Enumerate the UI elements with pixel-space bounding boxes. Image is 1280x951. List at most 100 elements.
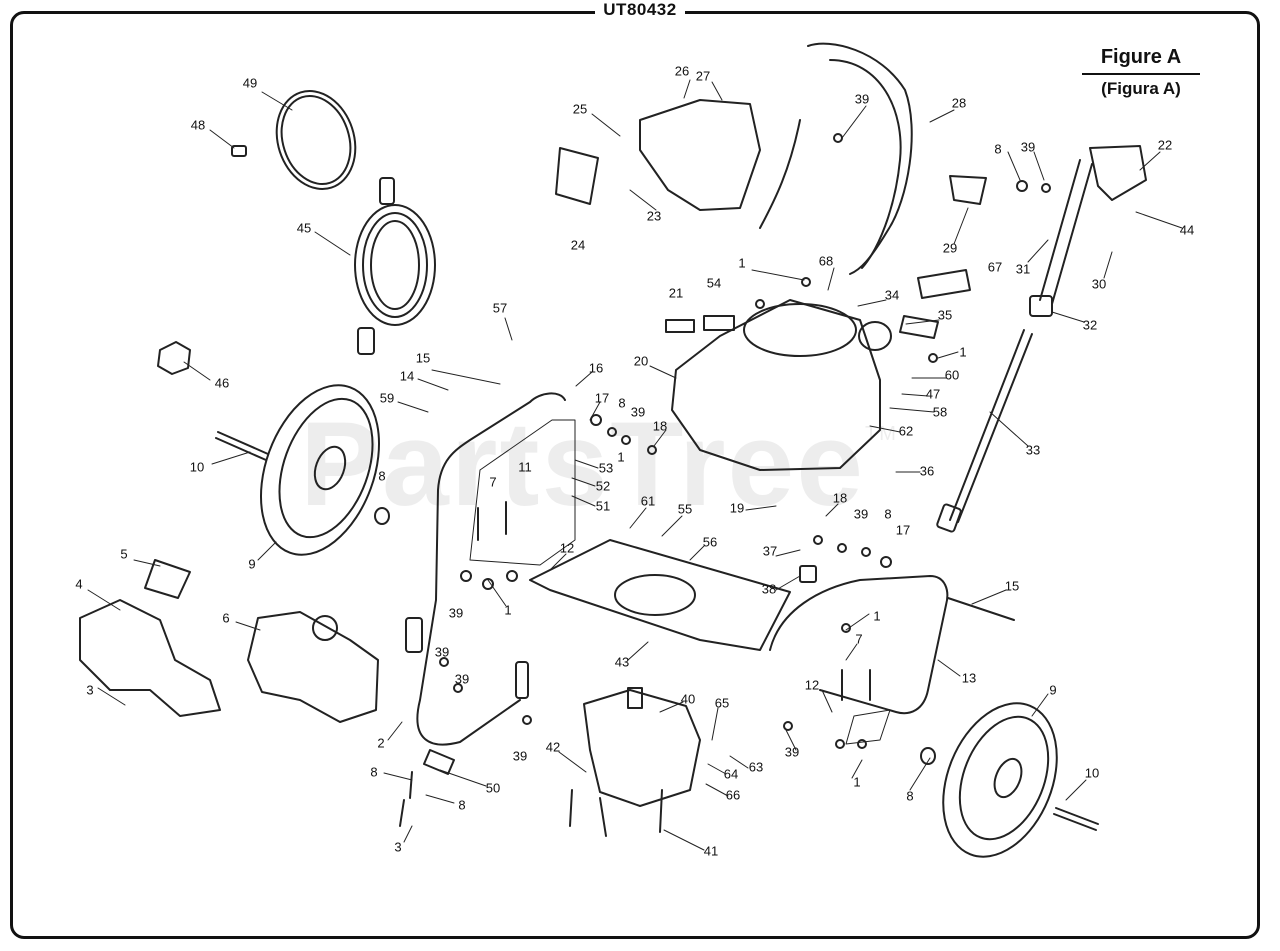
figure-title-en: Figure A (1082, 46, 1200, 75)
part-callout-5: 5 (120, 546, 127, 561)
part-callout-1: 1 (959, 344, 966, 359)
part-callout-17: 17 (896, 522, 910, 537)
part-callout-3: 3 (86, 682, 93, 697)
part-callout-14: 14 (400, 368, 414, 383)
part-callout-58: 58 (933, 404, 947, 419)
part-callout-39: 39 (435, 644, 449, 659)
part-callout-65: 65 (715, 695, 729, 710)
part-callout-50: 50 (486, 780, 500, 795)
part-callout-60: 60 (945, 367, 959, 382)
part-callout-22: 22 (1158, 137, 1172, 152)
part-callout-8: 8 (884, 506, 891, 521)
part-callout-39: 39 (1021, 139, 1035, 154)
part-callout-1: 1 (738, 255, 745, 270)
part-callout-7: 7 (489, 474, 496, 489)
part-callout-54: 54 (707, 275, 721, 290)
part-callout-39: 39 (854, 506, 868, 521)
part-callout-42: 42 (546, 739, 560, 754)
part-callout-21: 21 (669, 285, 683, 300)
part-callout-10: 10 (1085, 765, 1099, 780)
part-callout-43: 43 (615, 654, 629, 669)
part-callout-24: 24 (571, 237, 585, 252)
part-callout-39: 39 (455, 671, 469, 686)
part-callout-29: 29 (943, 240, 957, 255)
part-callout-1: 1 (873, 608, 880, 623)
part-callout-40: 40 (681, 691, 695, 706)
part-callout-28: 28 (952, 95, 966, 110)
model-number: UT80432 (595, 0, 685, 19)
figure-title-es: (Figura A) (1101, 79, 1181, 98)
part-callout-10: 10 (190, 459, 204, 474)
part-callout-26: 26 (675, 63, 689, 78)
part-callout-46: 46 (215, 375, 229, 390)
part-callout-8: 8 (370, 764, 377, 779)
part-callout-49: 49 (243, 75, 257, 90)
part-callout-11: 11 (518, 459, 532, 474)
part-callout-41: 41 (704, 843, 718, 858)
part-callout-37: 37 (763, 543, 777, 558)
part-callout-19: 19 (730, 500, 744, 515)
part-callout-20: 20 (634, 353, 648, 368)
figure-title: Figure A (Figura A) (1082, 46, 1200, 99)
model-number-title: UT80432 (0, 0, 1280, 20)
part-callout-7: 7 (855, 631, 862, 646)
part-callout-15: 15 (1005, 578, 1019, 593)
part-callout-39: 39 (631, 404, 645, 419)
part-callout-45: 45 (297, 220, 311, 235)
part-callout-53: 53 (599, 460, 613, 475)
part-callout-8: 8 (618, 395, 625, 410)
part-callout-68: 68 (819, 253, 833, 268)
part-callout-48: 48 (191, 117, 205, 132)
part-callout-39: 39 (785, 744, 799, 759)
part-callout-67: 67 (988, 259, 1002, 274)
part-callout-17: 17 (595, 390, 609, 405)
part-callout-8: 8 (378, 468, 385, 483)
part-callout-59: 59 (380, 390, 394, 405)
part-callout-6: 6 (222, 610, 229, 625)
part-callout-51: 51 (596, 498, 610, 513)
part-callout-23: 23 (647, 208, 661, 223)
part-callout-32: 32 (1083, 317, 1097, 332)
part-callout-57: 57 (493, 300, 507, 315)
part-callout-9: 9 (248, 556, 255, 571)
part-callout-18: 18 (653, 418, 667, 433)
part-callout-16: 16 (589, 360, 603, 375)
part-callout-35: 35 (938, 307, 952, 322)
part-callout-55: 55 (678, 501, 692, 516)
part-callout-39: 39 (513, 748, 527, 763)
part-callout-8: 8 (906, 788, 913, 803)
part-callout-12: 12 (560, 540, 574, 555)
part-callout-9: 9 (1049, 682, 1056, 697)
part-callout-36: 36 (920, 463, 934, 478)
part-callout-44: 44 (1180, 222, 1194, 237)
part-callout-18: 18 (833, 490, 847, 505)
part-callout-2: 2 (377, 735, 384, 750)
part-callout-25: 25 (573, 101, 587, 116)
part-callout-3: 3 (394, 839, 401, 854)
part-callout-1: 1 (617, 449, 624, 464)
part-callout-38: 38 (762, 581, 776, 596)
part-callout-13: 13 (962, 670, 976, 685)
part-callout-4: 4 (75, 576, 82, 591)
part-callout-8: 8 (994, 141, 1001, 156)
part-callout-8: 8 (458, 797, 465, 812)
part-callout-1: 1 (853, 774, 860, 789)
part-callout-30: 30 (1092, 276, 1106, 291)
leader-lines (87, 79, 1183, 851)
part-callout-52: 52 (596, 478, 610, 493)
part-callout-39: 39 (855, 91, 869, 106)
part-callout-56: 56 (703, 534, 717, 549)
part-callout-1: 1 (504, 602, 511, 617)
part-callout-12: 12 (805, 677, 819, 692)
part-callout-63: 63 (749, 759, 763, 774)
part-callout-64: 64 (724, 766, 738, 781)
part-callout-34: 34 (885, 287, 899, 302)
part-callout-61: 61 (641, 493, 655, 508)
part-callout-47: 47 (926, 386, 940, 401)
watermark: PartsTreeTM (300, 397, 898, 531)
part-callout-27: 27 (696, 68, 710, 83)
part-callout-33: 33 (1026, 442, 1040, 457)
part-callout-15: 15 (416, 350, 430, 365)
